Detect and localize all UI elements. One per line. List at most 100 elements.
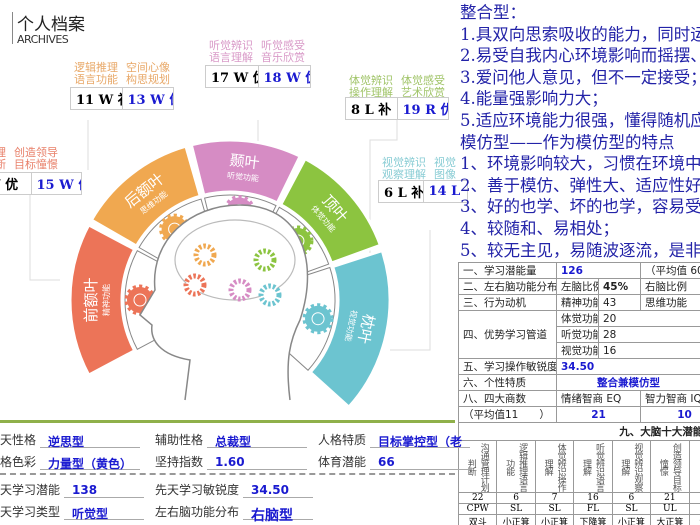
section-title: 九、大脑十大潜能力 — [457, 422, 700, 441]
field-value: 听觉型 — [64, 505, 145, 521]
table-row: CPWSLSLFLSLULU — [457, 503, 700, 515]
potential-type: 双斗 — [457, 514, 498, 525]
field-value: 138 — [64, 483, 145, 498]
cell: 整合兼模仿型 — [555, 374, 700, 391]
average-note: （平均值 60— — [640, 262, 700, 279]
score-right: 15 W 佳 — [30, 173, 81, 194]
callout-score-box: 8 L 补19 R 优 — [345, 97, 449, 120]
archives-logo: 个人档案 ARCHIVES — [0, 8, 120, 48]
learning-potential-value: 126 — [555, 262, 642, 279]
potential-score: 1 — [688, 492, 700, 504]
potential-code: UL — [650, 503, 690, 515]
potential-score: 6 — [611, 492, 652, 504]
callout-labels: 体觉辨识 操作理解体觉感受 艺术欣赏 — [349, 75, 445, 99]
callout-label: 管理 判断 — [0, 146, 6, 171]
cell: 视觉功能 — [556, 342, 599, 359]
callout-label: 听觉辨识 语言理解 — [209, 39, 253, 64]
field-label: 辅助性格 — [155, 433, 204, 447]
score-left: 17 W 优 — [211, 71, 258, 86]
lobe-sector-3 — [278, 156, 383, 265]
table-row: 二、左右脑功能分布左脑比例45%右脑比例5 — [458, 278, 700, 295]
potential-head: 逻辑推理语言功能 — [496, 440, 536, 493]
lobe-sector-0 — [68, 222, 137, 378]
cell: 思维功能 — [640, 294, 700, 311]
score-right: 13 W 佳 — [121, 88, 173, 109]
field-label: 左右脑功能分布 — [155, 505, 240, 519]
cell: 右脑比例 — [640, 278, 700, 295]
potential-score: 7 — [534, 492, 575, 504]
field-row: 人格特质目标掌控型（老 — [318, 431, 471, 448]
score-right: 18 W 优 — [257, 66, 310, 87]
field-label: 天学习潜能 — [0, 483, 61, 497]
callout-label: 体觉感受 艺术欣赏 — [401, 74, 445, 99]
potential-code: SL — [611, 503, 652, 515]
callout-labels: 管理 判断 创造领导 目标憧憬 — [0, 147, 58, 171]
lobe-name: 枕叶 — [354, 312, 378, 345]
description-line: 5.适应环境能力很强，懂得随机应 — [460, 110, 700, 130]
potential-head: 创造领导目标憧憬 — [650, 440, 690, 493]
score-left: 11 W 补 — [76, 93, 122, 108]
field-label: 格色彩 — [0, 455, 37, 469]
potential-score: 21 — [650, 492, 690, 504]
score-left: 6 L 补 — [384, 186, 423, 201]
potential-code: SL — [496, 503, 536, 515]
gear-icon — [253, 248, 277, 272]
callout-labels: 逻辑推理 语言功能空间心像 构思规划 — [74, 62, 170, 86]
cell: 16 — [597, 342, 700, 359]
callout-label: 创造领导 目标憧憬 — [14, 146, 58, 171]
field-label: 人格特质 — [318, 433, 367, 447]
divider — [12, 12, 13, 44]
potential-code: CPW — [457, 503, 498, 515]
field-value: 右脑型 — [243, 505, 314, 524]
row-label: 一、学习潜能量 — [458, 262, 557, 279]
page-subtitle: ARCHIVES — [17, 33, 69, 46]
lobe-sector-4 — [308, 248, 392, 410]
connector-line — [369, 120, 398, 280]
page-title: 个人档案 — [17, 15, 85, 35]
row-label: 五、学习操作敏锐度 — [458, 358, 557, 375]
potential-head: 听觉辨识语言理解 — [573, 440, 613, 493]
callout-labels: 听觉辨识 语言理解听觉感受 音乐欣赏 — [209, 40, 305, 64]
field-label: 天学习类型 — [0, 505, 61, 519]
description-line: 3、好的也学、坏的也学，容易受 — [460, 197, 700, 217]
gear-icon — [302, 303, 334, 335]
row-label: 三、行为动机 — [458, 294, 557, 311]
field-row: 天性格逆思型 — [0, 431, 141, 449]
field-value: 34.50 — [243, 483, 314, 498]
row-label: 六、个性特质 — [458, 374, 557, 391]
callout-label: 听觉感受 音乐欣赏 — [261, 39, 305, 64]
callout-score-box: W 优15 W 佳 — [0, 172, 82, 195]
gear-icon — [183, 273, 207, 297]
cell: 精神功能 — [556, 294, 599, 311]
table-row: 2267166211 — [457, 492, 700, 504]
table-row: 听觉功能28 — [459, 326, 700, 343]
cell: 情绪智商 EQ — [555, 390, 642, 407]
field-label: 坚持指数 — [155, 455, 204, 469]
description-line: 2.易受自我内心环境影响而摇摆、 — [460, 46, 700, 66]
description-line: 整合型： — [460, 3, 526, 22]
cell: 20 — [597, 310, 700, 327]
callout-label: 体觉辨识 操作理解 — [349, 74, 393, 99]
cell: 45% — [597, 278, 642, 295]
table-row: 六、个性特质整合兼模仿型七、 — [458, 374, 700, 391]
callout-score-box: 17 W 优18 W 优 — [205, 65, 311, 88]
field-row: 格色彩力量型（黄色） — [0, 453, 141, 471]
table-row: 九、大脑十大潜能力 — [457, 422, 700, 441]
potential-type: 大正箕 — [650, 514, 690, 525]
connector-line — [390, 230, 431, 351]
description-line: 1.具双向思索吸收的能力，同时运 — [460, 24, 700, 44]
lobe-name: 颞叶 — [229, 151, 261, 172]
eq-value: 21 — [555, 406, 642, 423]
row-label: 四、优势学习管道 — [458, 310, 557, 359]
callout-labels: 视觉辨识 观察理解视觉 图像 — [382, 157, 456, 181]
row-label: 八、四大商数 — [458, 390, 557, 407]
table-row: 沟通管理计划判断逻辑推理语言功能体觉辨识操作理解听觉辨识语言理解视觉辨识观察理解… — [457, 440, 700, 493]
row-label: 二、左右脑功能分布 — [458, 278, 557, 295]
potential-type: 大正 — [688, 514, 700, 525]
description-line: 模仿型——作为模仿型的特点 — [460, 132, 675, 152]
gear-hole — [133, 293, 147, 307]
